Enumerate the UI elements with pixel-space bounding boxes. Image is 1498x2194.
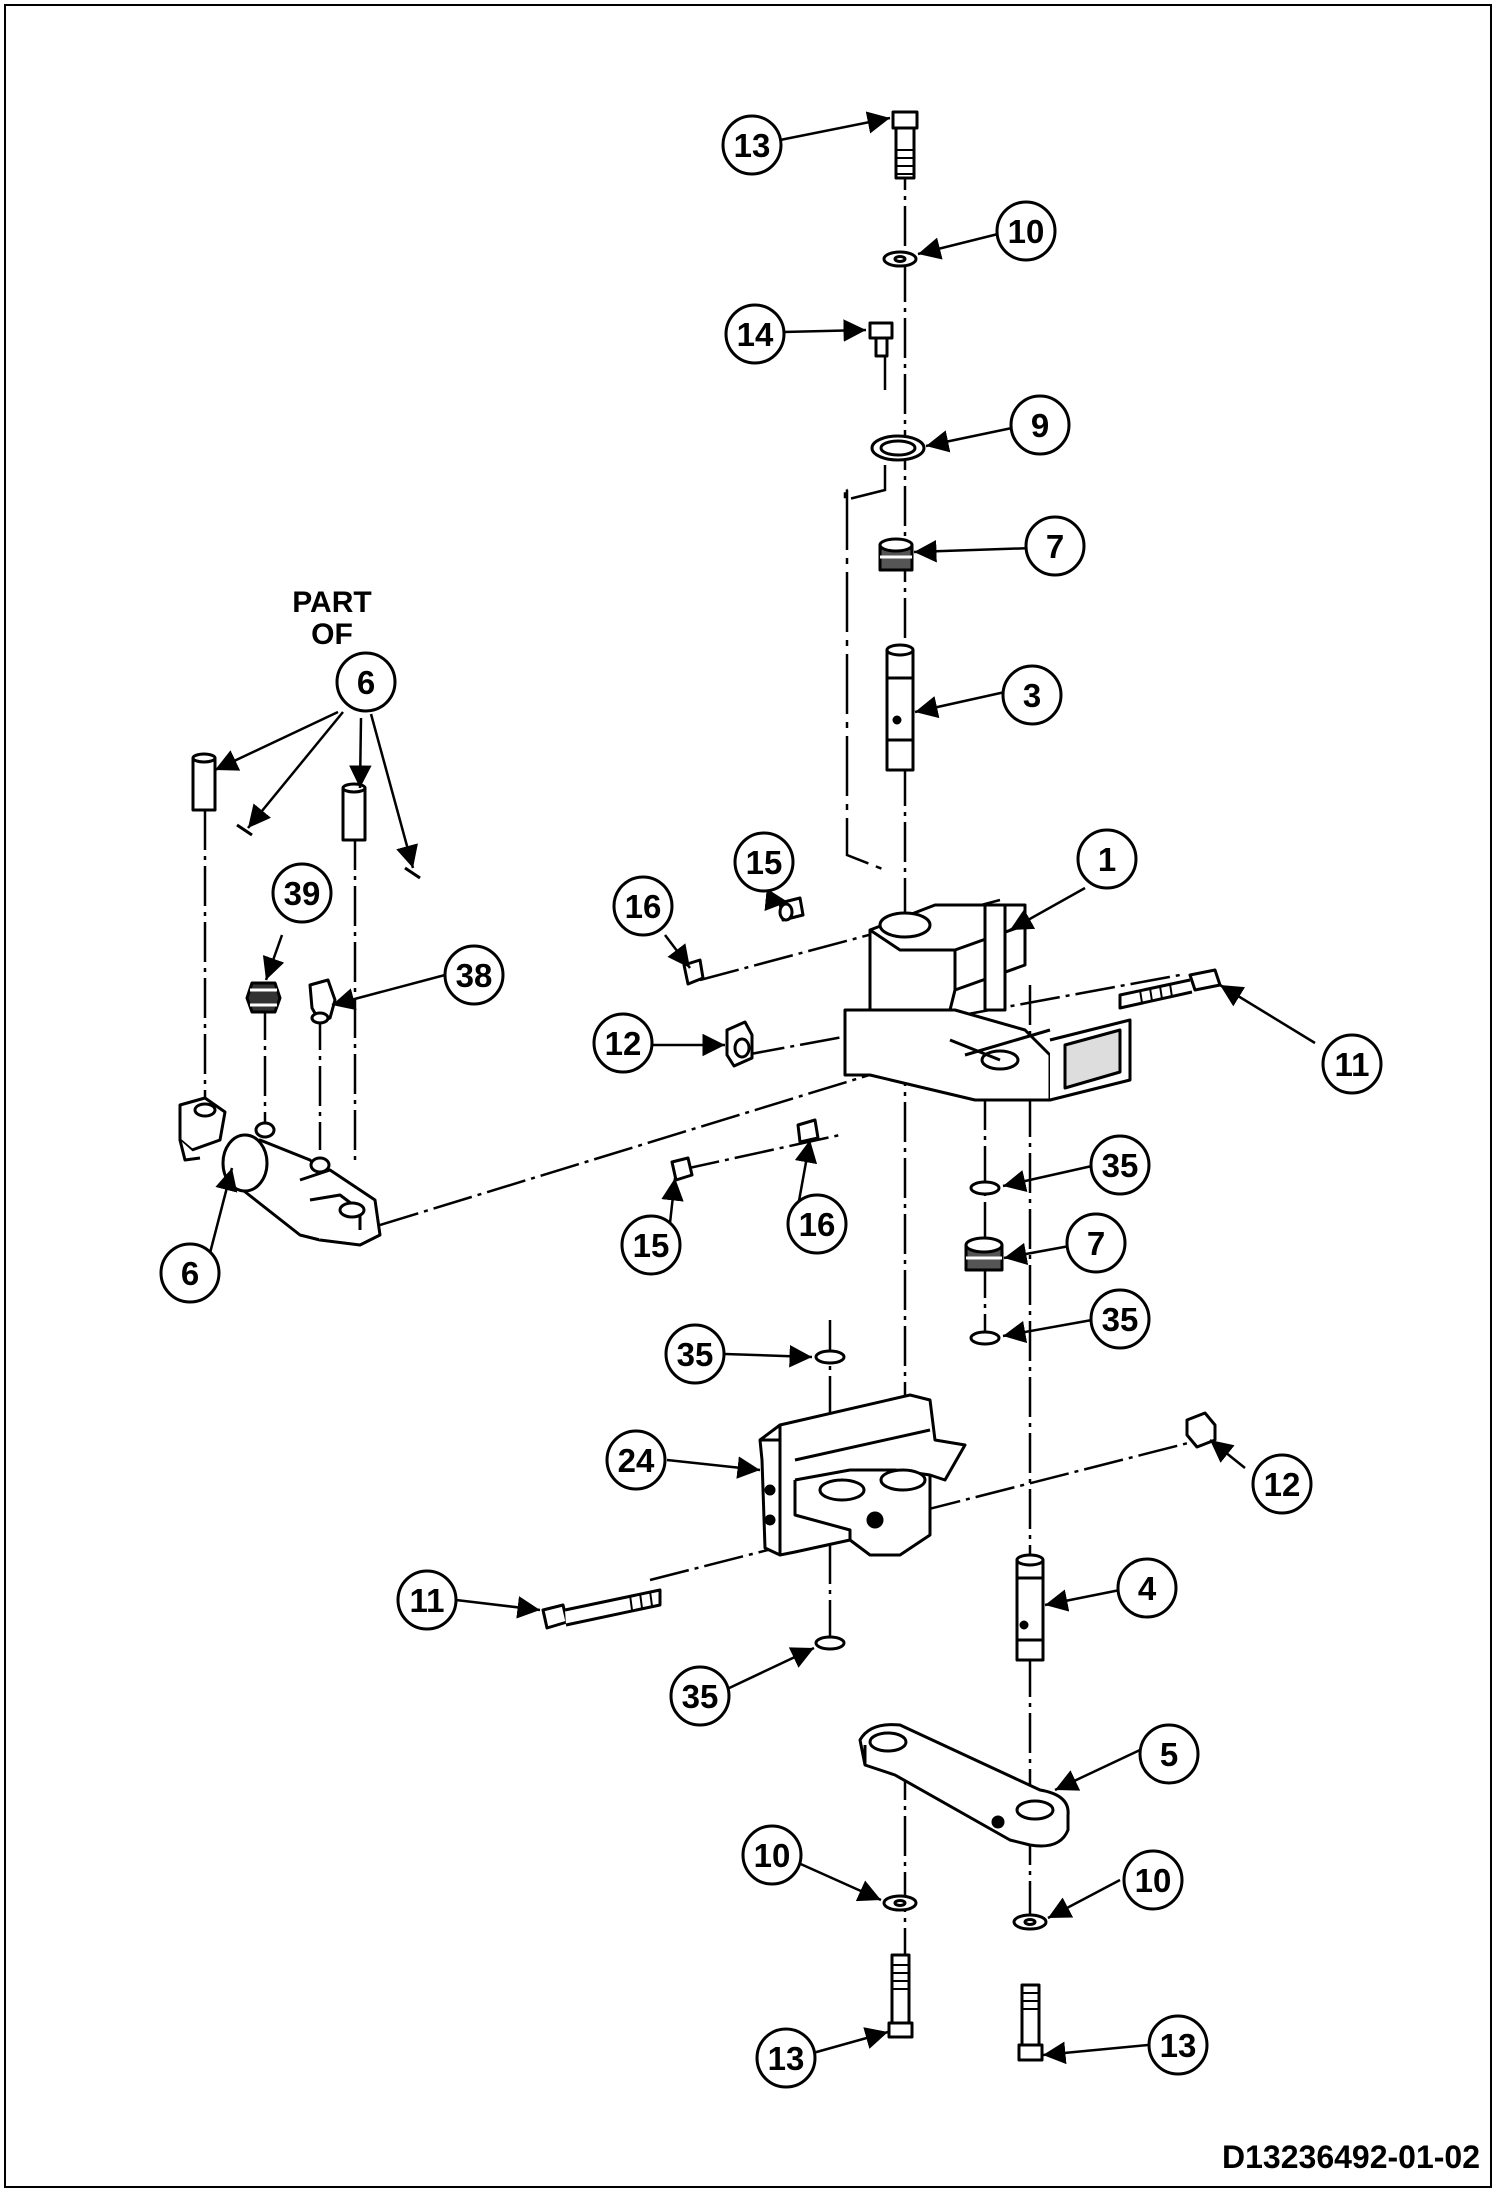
callout-label: 5 <box>1160 1736 1178 1773</box>
callout-6: 6 <box>335 651 397 713</box>
fitting-15-lower <box>796 1118 820 1144</box>
callout-6: 6 <box>159 1242 221 1304</box>
callout-13: 13 <box>721 114 783 176</box>
bolt-11-upper <box>1118 968 1222 1010</box>
callout-10: 10 <box>995 200 1057 262</box>
callout-35: 35 <box>664 1323 726 1385</box>
callout-11: 11 <box>1321 1033 1383 1095</box>
callout-label: 6 <box>181 1255 199 1292</box>
callout-15: 15 <box>733 831 795 893</box>
callout-12: 12 <box>592 1012 654 1074</box>
callout-label: 15 <box>633 1227 670 1264</box>
callout-label: 6 <box>357 664 375 701</box>
bushing-7-upper <box>878 537 914 572</box>
callout-16: 16 <box>612 875 674 937</box>
bolt-13-top <box>891 110 919 180</box>
bolt-13-bottom-right <box>1017 1983 1044 2062</box>
callout-3: 3 <box>1001 664 1063 726</box>
callout-label: 35 <box>682 1678 719 1715</box>
callout-38: 38 <box>443 944 505 1006</box>
part-of-note-line1: PART <box>292 586 371 619</box>
elbow-38 <box>308 978 337 1025</box>
screw-14 <box>868 321 894 358</box>
callout-10: 10 <box>741 1824 803 1886</box>
callout-label: 10 <box>1008 213 1045 250</box>
drawing-number: D13236492-01-02 <box>1222 2139 1480 2175</box>
callout-35: 35 <box>1089 1288 1151 1350</box>
washer-35-d <box>814 1635 846 1651</box>
callout-label: 12 <box>1264 1466 1301 1503</box>
callout-11: 11 <box>396 1569 458 1631</box>
callout-24: 24 <box>605 1429 667 1491</box>
pin-3 <box>885 643 915 772</box>
callout-label: 12 <box>605 1025 642 1062</box>
bolt-11-lower <box>541 1588 662 1630</box>
bushing-7-lower <box>964 1236 1004 1272</box>
callout-14: 14 <box>724 303 786 365</box>
bolt-13-bottom-left <box>887 1953 914 2039</box>
callout-12: 12 <box>1251 1453 1313 1515</box>
bracket-24 <box>758 1393 967 1557</box>
callout-label: 38 <box>456 957 493 994</box>
callout-7: 7 <box>1065 1212 1127 1274</box>
callout-9: 9 <box>1009 394 1071 456</box>
callout-label: 39 <box>284 875 321 912</box>
callout-13: 13 <box>1147 2014 1209 2076</box>
pin-part-of-6-a <box>191 752 253 837</box>
callout-label: 10 <box>1135 1862 1172 1899</box>
callout-label: 10 <box>754 1837 791 1874</box>
phantom-line <box>843 465 887 872</box>
callout-label: 35 <box>677 1336 714 1373</box>
part-of-note-line2: OF <box>311 618 353 651</box>
callout-label: 16 <box>799 1206 836 1243</box>
washer-35-a <box>969 1180 1001 1196</box>
callout-label: 11 <box>410 1582 445 1619</box>
pin-4 <box>1015 1553 1045 1662</box>
washer-35-c <box>814 1349 846 1365</box>
washer-35-b <box>969 1330 1001 1346</box>
fitting-39 <box>245 981 282 1014</box>
callout-13: 13 <box>755 2027 817 2089</box>
leader-lines <box>208 111 1316 2065</box>
callout-16: 16 <box>786 1193 848 1255</box>
parts <box>178 110 1222 2062</box>
callout-label: 7 <box>1046 528 1064 565</box>
callout-label: 13 <box>768 2040 805 2077</box>
link-5 <box>858 1723 1070 1848</box>
callout-label: 4 <box>1138 1570 1157 1607</box>
callout-4: 4 <box>1116 1557 1178 1619</box>
callout-35: 35 <box>1089 1134 1151 1196</box>
callout-35: 35 <box>669 1665 731 1727</box>
callout-label: 15 <box>746 844 783 881</box>
callout-10: 10 <box>1122 1849 1184 1911</box>
callout-label: 16 <box>625 888 662 925</box>
callout-label: 1 <box>1098 841 1116 878</box>
callout-label: 11 <box>1335 1046 1370 1083</box>
callout-label: 13 <box>734 127 771 164</box>
cap-16-lower <box>670 1156 694 1182</box>
callout-7: 7 <box>1024 515 1086 577</box>
callout-label: 7 <box>1087 1225 1105 1262</box>
callout-label: 14 <box>737 316 774 353</box>
callout-label: 35 <box>1102 1147 1139 1184</box>
callout-39: 39 <box>271 862 333 924</box>
cylinder-6 <box>178 1096 382 1247</box>
callout-5: 5 <box>1138 1723 1200 1785</box>
callout-label: 13 <box>1160 2027 1197 2064</box>
callout-label: 3 <box>1023 677 1041 714</box>
callout-15: 15 <box>620 1214 682 1276</box>
callout-label: 24 <box>618 1442 655 1479</box>
bracket-1 <box>843 903 1132 1102</box>
callout-1: 1 <box>1076 828 1138 890</box>
drawing-frame <box>4 4 1492 2188</box>
nut-12-upper <box>725 1020 754 1068</box>
callout-label: 35 <box>1102 1301 1139 1338</box>
callout-bubbles: 13 10 14 9 7 3 6 39 38 16 15 1 12 11 35 15 16 7 35 6 35 24 12 1… <box>159 114 1383 2089</box>
callout-label: 9 <box>1031 407 1049 444</box>
